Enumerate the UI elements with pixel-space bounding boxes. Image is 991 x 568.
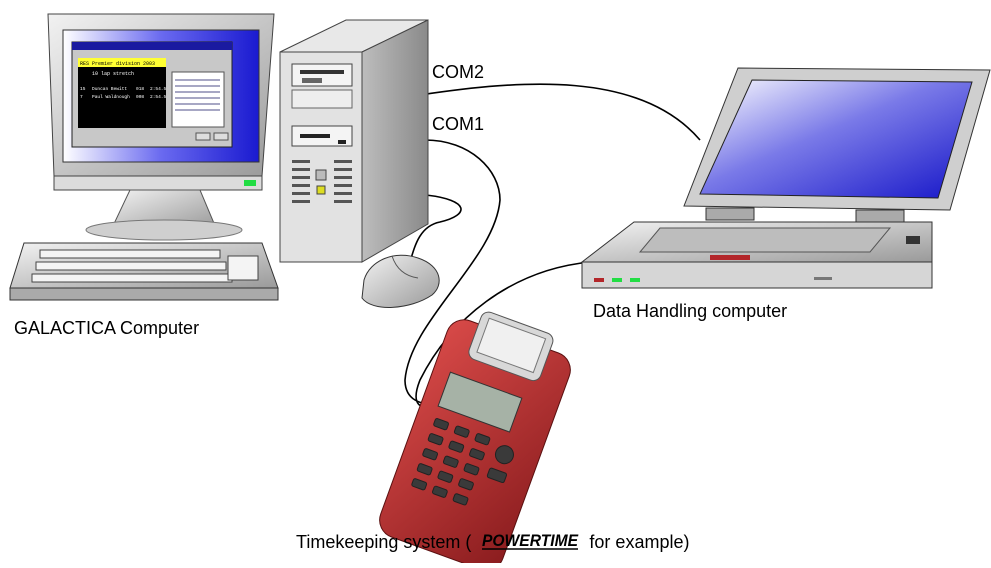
- monitor-row-name: Paul Waldnough: [92, 94, 130, 100]
- caption-suffix: for example): [589, 532, 690, 552]
- laptop: [580, 67, 991, 289]
- mouse: [361, 254, 440, 308]
- powertime-logo: POWERTIME: [480, 530, 580, 555]
- galactica-computer-label: GALACTICA Computer: [14, 318, 200, 338]
- powertime-logo-text: POWERTIME: [482, 531, 579, 550]
- data-handling-computer-label: Data Handling computer: [593, 301, 788, 321]
- com2-cable: [419, 83, 701, 141]
- cables: [404, 83, 701, 410]
- monitor-row-time: 2:54.5: [150, 94, 167, 100]
- device-to-laptop-cable: [415, 261, 591, 410]
- caption: Timekeeping system ( POWERTIME for examp…: [296, 530, 689, 555]
- monitor-row-pos: 15: [80, 86, 86, 92]
- monitor-title-line: RES Premier division 2003: [80, 61, 155, 67]
- mouse-cable: [409, 194, 462, 263]
- monitor-row-pos: 7: [80, 94, 83, 100]
- monitor-subtitle-line: 10 lap stretch: [92, 71, 134, 77]
- laptop-touch-button: [710, 255, 750, 260]
- monitor-row-laps: 008: [136, 94, 144, 100]
- tower-led: [316, 185, 326, 195]
- caption-prefix: Timekeeping system (: [296, 532, 472, 552]
- timekeeping-device: [379, 311, 571, 568]
- laptop-screen: [699, 79, 973, 199]
- com1-cable: [404, 139, 501, 406]
- tower: [279, 19, 429, 263]
- monitor: RES Premier division 2003 10 lap stretch…: [47, 13, 275, 241]
- com1-label: COM1: [432, 114, 485, 134]
- com2-label: COM2: [432, 62, 485, 82]
- monitor-row-name: Duncan Bewitt: [92, 86, 127, 92]
- laptop-led: [594, 278, 604, 282]
- keyboard: [9, 242, 279, 301]
- monitor-row-laps: 018: [136, 86, 144, 92]
- monitor-power-led: [244, 180, 256, 186]
- device-display: [437, 371, 523, 433]
- laptop-led: [630, 278, 640, 282]
- laptop-led: [612, 278, 622, 282]
- monitor-row-time: 2:54.5: [150, 86, 167, 92]
